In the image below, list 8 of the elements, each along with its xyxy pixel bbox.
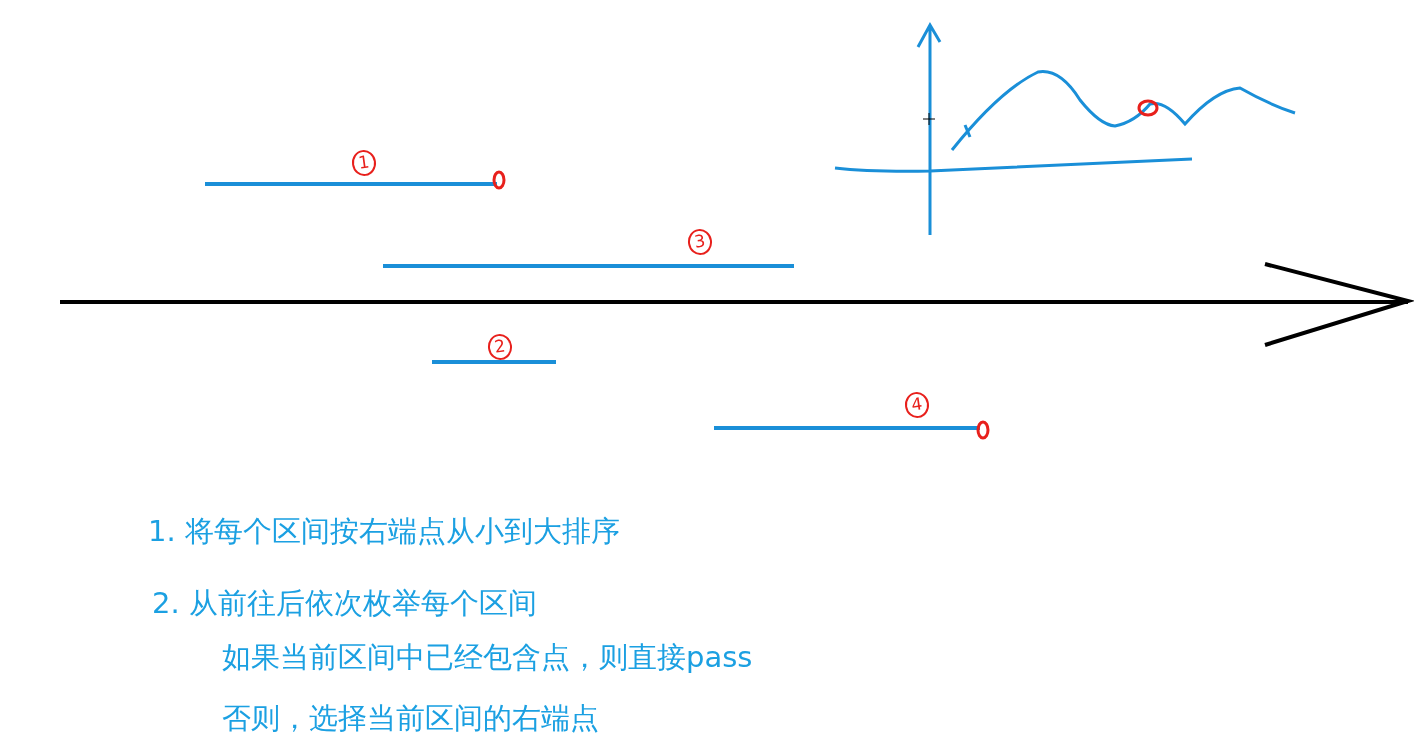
circled-number: 2 [486,332,514,362]
circled-number: 3 [686,227,714,257]
step-text: 1. 将每个区间按右端点从小到大排序 [148,513,620,550]
step-text: 如果当前区间中已经包含点，则直接pass [222,639,753,676]
step-text: 2. 从前往后依次枚举每个区间 [152,585,537,622]
circled-number: 1 [350,148,378,178]
circled-number: 4 [903,390,931,420]
step-text: 否则，选择当前区间的右端点 [222,700,599,737]
